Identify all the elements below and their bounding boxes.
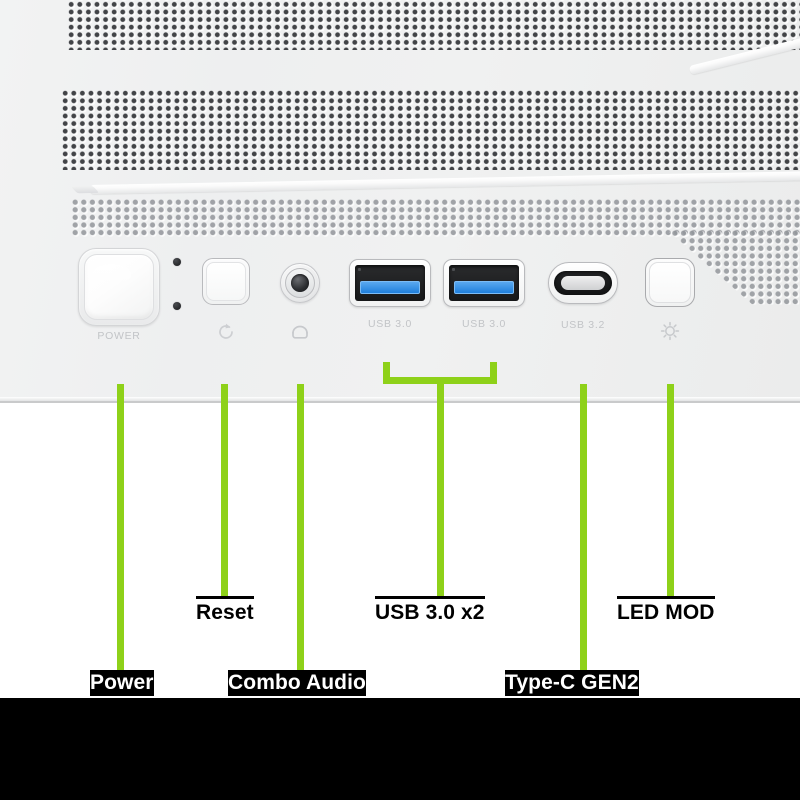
usb-a-pin — [358, 268, 361, 271]
vent-mesh-top — [68, 0, 800, 50]
usb-a-pin — [452, 268, 455, 271]
callout-label-usb3: USB 3.0 x2 — [375, 596, 485, 624]
leader-line-ledmod — [667, 384, 674, 596]
vent-mesh-middle — [62, 90, 800, 170]
power-led-indicator — [173, 258, 181, 266]
usb-a-port-1[interactable]: USB 3.0 — [349, 259, 431, 330]
leader-line-audio — [297, 384, 304, 682]
usb-c-tongue — [561, 276, 605, 290]
callout-label-power: Power — [90, 670, 154, 696]
case-front-panel: POWER — [0, 0, 800, 403]
usb-a-port-2[interactable]: USB 3.0 — [443, 259, 525, 330]
usb-c-port[interactable]: USB 3.2 — [548, 262, 618, 331]
power-button-cap — [84, 254, 154, 320]
power-button[interactable]: POWER — [78, 248, 160, 342]
usb-c-port-caption: USB 3.2 — [560, 319, 606, 331]
usb-a-port-2-caption: USB 3.0 — [461, 318, 507, 330]
usb-a-cavity — [449, 265, 519, 301]
led-mode-button[interactable] — [645, 258, 695, 341]
reset-arrow-icon — [215, 321, 237, 343]
usb-a-blue-tongue — [360, 281, 420, 294]
panel-chamfer-lower — [89, 170, 800, 194]
power-button-caption: POWER — [97, 330, 141, 342]
callout-label-reset: Reset — [196, 596, 254, 624]
usb-c-cavity — [554, 271, 612, 295]
reset-button-cap — [206, 262, 246, 301]
leader-line-power — [117, 384, 124, 682]
headphone-icon — [288, 320, 312, 347]
audio-jack[interactable] — [280, 263, 320, 339]
reset-button[interactable] — [202, 258, 250, 339]
bottom-black-band — [0, 698, 800, 800]
callout-label-ledmod: LED MOD — [617, 596, 715, 624]
usb-a-blue-tongue — [454, 281, 514, 294]
callout-label-audio: Combo Audio — [228, 670, 366, 696]
leader-line-usb3 — [437, 377, 444, 596]
leader-line-typec — [580, 384, 587, 682]
storage-led-indicator — [173, 302, 181, 310]
leader-line-reset — [221, 384, 228, 596]
callout-label-typec: Type-C GEN2 — [505, 670, 639, 696]
led-mode-button-cap — [649, 262, 691, 303]
usb-a-cavity — [355, 265, 425, 301]
audio-jack-hole — [291, 274, 309, 292]
usb-a-port-1-caption: USB 3.0 — [367, 318, 413, 330]
brightness-icon — [659, 320, 681, 347]
